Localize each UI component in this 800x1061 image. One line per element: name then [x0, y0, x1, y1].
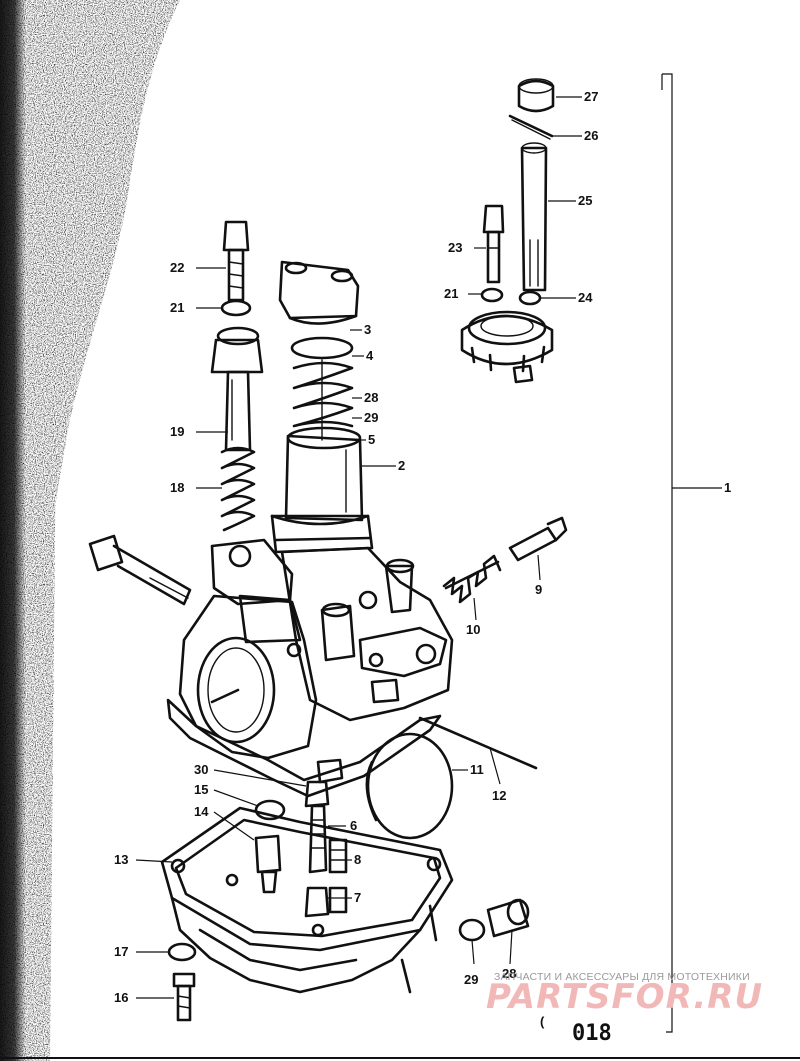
callout-4: 4 [366, 348, 374, 363]
part-long-bolt [88, 534, 192, 606]
callout-28: 28 [502, 966, 516, 981]
callout-10: 10 [466, 622, 480, 637]
part-24-clip [508, 114, 554, 140]
callout-8: 8 [354, 852, 361, 867]
callout-9: 9 [535, 582, 542, 597]
watermark-caption: ЗАПЧАСТИ И АКСЕССУАРЫ ДЛЯ МОТОТЕХНИКИ [494, 971, 750, 983]
callout-15: 15 [194, 782, 208, 797]
part-17-washer [167, 942, 197, 962]
part-29-washer [458, 918, 486, 942]
callout-30: 30 [194, 762, 208, 777]
scan-noise-edge [0, 0, 260, 1061]
part-25-cap [517, 78, 555, 113]
callout-3: 3 [364, 322, 371, 337]
leader-lines [135, 96, 582, 999]
part-22-oring [518, 290, 542, 306]
callout-17: 17 [114, 944, 128, 959]
watermark: ЗАПЧАСТИ И АКСЕССУАРЫ ДЛЯ МОТОТЕХНИКИ PA… [486, 971, 763, 1017]
callout-2: 2 [398, 458, 405, 473]
callout-14: 14 [194, 804, 209, 819]
part-16-screw [172, 972, 196, 1022]
page-mark: ( [540, 1014, 545, 1029]
part-8-jet [328, 838, 348, 874]
watermark-logo: PARTSFOR.RU [486, 977, 763, 1017]
callout-20a: 21 [170, 300, 184, 315]
callout-12: 12 [492, 788, 506, 803]
part-9-screw [508, 516, 568, 562]
callout-24: 26 [584, 128, 598, 143]
part-main-body [166, 514, 454, 798]
callout-29: 29 [464, 972, 478, 987]
part-15-oring [254, 799, 286, 821]
assembly-bracket [661, 73, 722, 1033]
scan-shadow-edge [0, 0, 26, 1061]
callout-1: 1 [724, 480, 731, 495]
part-18-spring [220, 446, 256, 532]
part-4-seat [290, 336, 354, 360]
callout-18: 18 [170, 480, 184, 495]
callout-16: 16 [114, 990, 128, 1005]
part-7-jet [304, 886, 348, 918]
part-21a-screw [222, 220, 250, 302]
part-20b-washer [480, 287, 504, 303]
part-10-spring [442, 554, 502, 604]
part-top-cap [460, 310, 554, 384]
part-28-drain-plug [486, 898, 530, 938]
callout-25: 27 [584, 89, 598, 104]
callout-13: 13 [114, 852, 128, 867]
page-number: 018 [572, 1021, 612, 1046]
part-21b-screw [482, 204, 505, 284]
callout-23: 25 [578, 193, 592, 208]
part-12-pin [418, 716, 538, 770]
part-2-slide [284, 426, 364, 522]
callout-21a: 22 [170, 260, 184, 275]
callout-21b: 23 [448, 240, 462, 255]
callout-19: 19 [170, 424, 184, 439]
callout-20b: 21 [444, 286, 458, 301]
callout-6: 6 [350, 818, 357, 833]
part-14-needle-valve [254, 834, 282, 894]
part-23-tube [520, 142, 548, 292]
callout-7: 7 [354, 890, 361, 905]
part-13-float-bowl [160, 806, 454, 994]
callout-27: 29 [364, 410, 378, 425]
callout-22: 24 [578, 290, 593, 305]
callout-5: 5 [368, 432, 375, 447]
part-3-top-plate [278, 260, 360, 325]
callout-11: 11 [470, 762, 484, 777]
callout-labels: 27 26 25 23 21 24 22 21 3 4 28 29 5 2 19… [114, 89, 731, 1005]
callout-26: 28 [364, 390, 378, 405]
part-26-spring [292, 361, 354, 428]
part-11-float [365, 732, 454, 840]
